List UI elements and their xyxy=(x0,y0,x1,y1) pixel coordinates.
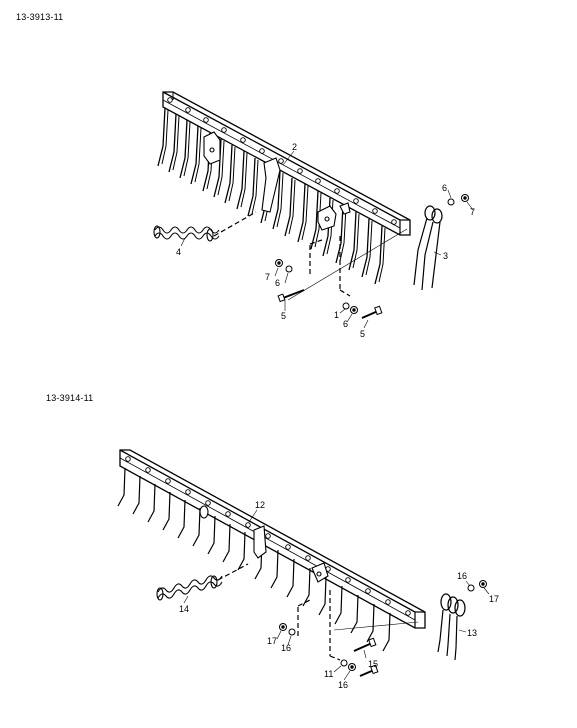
callout-5-right: 5 xyxy=(360,329,365,339)
figure-2: 12 13 14 15 16 16 16 17 17 11 xyxy=(117,449,499,690)
callout-2: 2 xyxy=(292,142,297,152)
callout-6-left: 6 xyxy=(275,278,280,288)
callout-3: 3 xyxy=(443,251,448,261)
end-tine xyxy=(437,593,466,661)
brackets xyxy=(203,131,351,231)
end-tine xyxy=(413,205,443,291)
coil-spring xyxy=(156,575,223,601)
callout-6-lower: 6 xyxy=(343,319,348,329)
callout-1: 1 xyxy=(334,310,339,320)
callout-14: 14 xyxy=(179,604,189,614)
callout-15: 15 xyxy=(368,659,378,669)
callout-16-left: 16 xyxy=(281,643,291,653)
callout-16-lower: 16 xyxy=(338,680,348,690)
callout-7-left: 7 xyxy=(265,272,270,282)
coil-spring xyxy=(153,225,220,242)
brackets xyxy=(199,505,329,583)
figure-1-id: 13-3913-11 xyxy=(16,12,64,22)
figure-2-id: 13-3914-11 xyxy=(46,393,94,403)
tines xyxy=(117,467,391,652)
callout-17-left: 17 xyxy=(267,636,277,646)
rake-bar xyxy=(119,449,426,629)
fasteners xyxy=(279,580,487,677)
callout-11: 11 xyxy=(324,669,333,679)
dashed-lines xyxy=(217,563,341,661)
callout-4: 4 xyxy=(176,247,181,257)
figure-1: 2 3 4 5 5 6 6 6 7 7 1 xyxy=(153,91,475,339)
callout-13: 13 xyxy=(467,628,477,638)
dashed-lines xyxy=(213,211,351,297)
leader-lines xyxy=(183,509,490,681)
callout-7-upper: 7 xyxy=(470,207,475,217)
callout-12: 12 xyxy=(255,500,265,510)
fasteners xyxy=(275,194,469,319)
callout-5-left: 5 xyxy=(281,311,286,321)
callout-16-upper: 16 xyxy=(457,571,467,581)
callout-17-upper: 17 xyxy=(489,594,499,604)
callout-6-upper: 6 xyxy=(442,183,447,193)
rake-bar xyxy=(162,91,411,236)
leader-lines xyxy=(180,150,474,329)
